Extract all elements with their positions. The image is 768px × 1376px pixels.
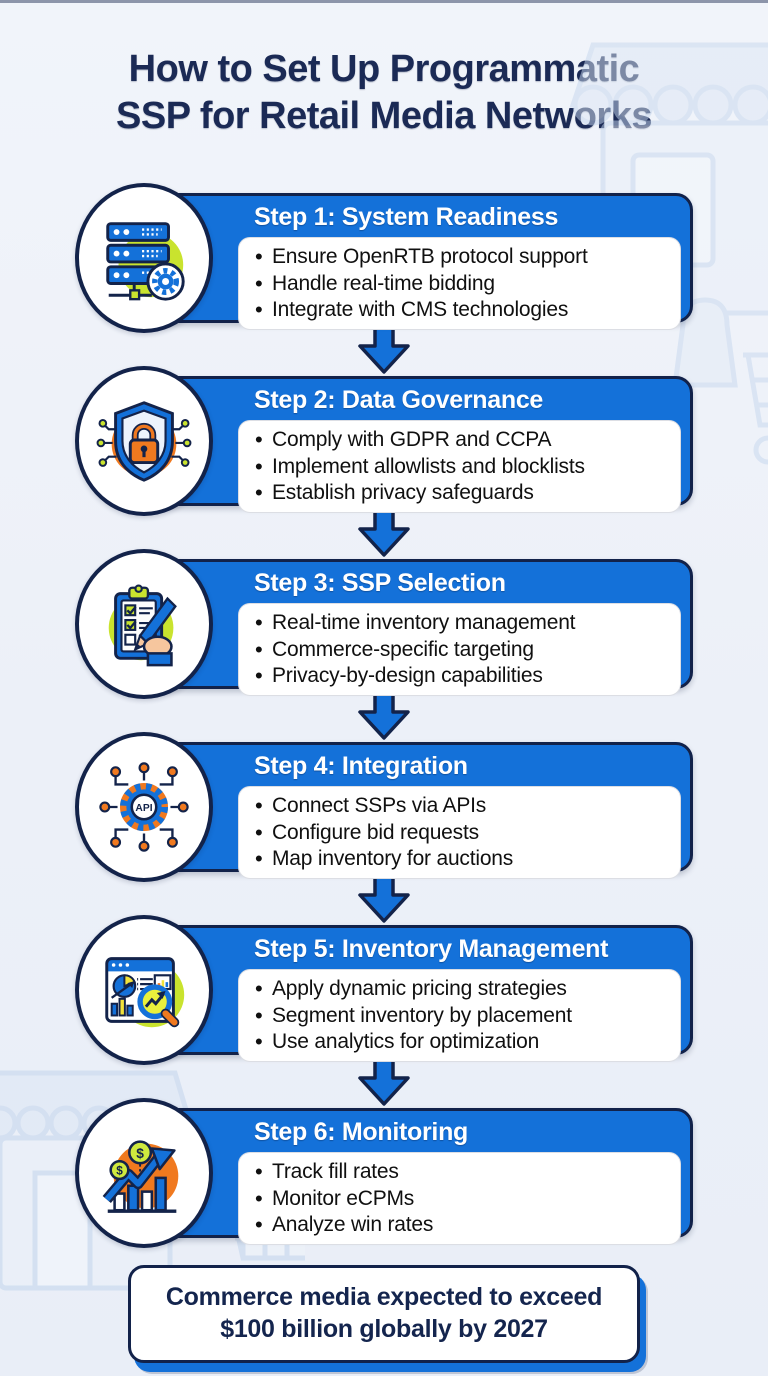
bullet-item: Real-time inventory management xyxy=(250,609,671,636)
step-bullets-panel: Ensure OpenRTB protocol supportHandle re… xyxy=(238,237,681,330)
bullet-item: Handle real-time bidding xyxy=(250,269,671,296)
growth-chart-icon: $ $ xyxy=(95,1124,193,1222)
flow-arrow xyxy=(13,1055,631,1108)
bullet-item: Commerce-specific targeting xyxy=(250,635,671,662)
step-icon-badge xyxy=(75,183,213,334)
down-arrow-icon xyxy=(358,1057,410,1106)
security-shield-icon xyxy=(96,401,192,483)
top-edge-line xyxy=(0,0,768,3)
bullet-item: Ensure OpenRTB protocol support xyxy=(250,243,671,270)
step-title: Step 6: Monitoring xyxy=(254,1118,469,1147)
bullet-item: Monitor eCPMs xyxy=(250,1184,671,1211)
bullet-item: Use analytics for optimization xyxy=(250,1028,671,1055)
step-icon-badge: API xyxy=(75,732,213,883)
down-arrow-icon xyxy=(358,691,410,740)
step-panel: Step 3: SSP Selection Real-time inventor… xyxy=(147,559,693,696)
step-title: Step 5: Inventory Management xyxy=(254,935,609,964)
growth-chart-icon: $ $ xyxy=(102,1140,179,1214)
flow-arrow xyxy=(13,872,631,925)
step-bullet-list: Connect SSPs via APIsConfigure bid reque… xyxy=(250,792,671,872)
analytics-dashboard-icon xyxy=(105,957,185,1028)
bullet-item: Comply with GDPR and CCPA xyxy=(250,426,671,453)
step-card: $ $ Step 6: Monitoring Track fill ratesM… xyxy=(75,1098,693,1249)
svg-text:$: $ xyxy=(116,1165,123,1178)
server-stack-icon xyxy=(106,222,185,302)
svg-text:$: $ xyxy=(136,1146,144,1161)
step-bullets-panel: Connect SSPs via APIsConfigure bid reque… xyxy=(238,786,681,879)
bullet-item: Map inventory for auctions xyxy=(250,845,671,872)
step-panel: Step 5: Inventory Management Apply dynam… xyxy=(147,925,693,1062)
bullet-item: Configure bid requests xyxy=(250,818,671,845)
step-title: Step 2: Data Governance xyxy=(254,386,544,415)
steps-flow: Step 1: System Readiness Ensure OpenRTB … xyxy=(75,183,693,1249)
bullet-item: Segment inventory by placement xyxy=(250,1001,671,1028)
step-icon-badge xyxy=(75,549,213,700)
step-bullets-panel: Apply dynamic pricing strategiesSegment … xyxy=(238,969,681,1062)
title-line-1: How to Set Up Programmatic xyxy=(128,48,640,90)
step-card: Step 5: Inventory Management Apply dynam… xyxy=(75,915,693,1066)
step-icon-badge xyxy=(75,915,213,1066)
step-panel: Step 1: System Readiness Ensure OpenRTB … xyxy=(147,193,693,330)
down-arrow-icon xyxy=(358,508,410,557)
step-card: API Step 4: Integration Connect SSPs via… xyxy=(75,732,693,883)
flow-arrow xyxy=(13,689,631,742)
stat-callout: Commerce media expected to exceed $100 b… xyxy=(128,1265,640,1364)
bullet-item: Privacy-by-design capabilities xyxy=(250,662,671,689)
checklist-icon xyxy=(108,584,177,667)
server-stack-icon xyxy=(95,209,193,307)
api-gear-icon: API xyxy=(99,762,189,853)
analytics-dashboard-icon xyxy=(95,941,193,1039)
step-bullet-list: Real-time inventory managementCommerce-s… xyxy=(250,609,671,689)
title-line-2: SSP for Retail Media Networks xyxy=(116,94,652,137)
step-title: Step 3: SSP Selection xyxy=(254,569,506,598)
step-card: Step 3: SSP Selection Real-time inventor… xyxy=(75,549,693,700)
bullet-item: Establish privacy safeguards xyxy=(250,479,671,506)
step-icon-badge: $ $ xyxy=(75,1098,213,1249)
api-gear-icon: API xyxy=(95,758,193,856)
step-card: Step 2: Data Governance Comply with GDPR… xyxy=(75,366,693,517)
down-arrow-icon xyxy=(358,325,410,374)
bullet-item: Track fill rates xyxy=(250,1158,671,1185)
step-bullet-list: Comply with GDPR and CCPAImplement allow… xyxy=(250,426,671,506)
step-title: Step 1: System Readiness xyxy=(254,203,559,232)
bullet-item: Apply dynamic pricing strategies xyxy=(250,975,671,1002)
step-bullets-panel: Track fill ratesMonitor eCPMsAnalyze win… xyxy=(238,1152,681,1245)
step-bullets-panel: Real-time inventory managementCommerce-s… xyxy=(238,603,681,696)
step-panel: Step 4: Integration Connect SSPs via API… xyxy=(147,742,693,879)
svg-text:API: API xyxy=(135,803,152,814)
step-bullets-panel: Comply with GDPR and CCPAImplement allow… xyxy=(238,420,681,513)
step-bullet-list: Track fill ratesMonitor eCPMsAnalyze win… xyxy=(250,1158,671,1238)
checklist-icon xyxy=(95,575,193,673)
step-panel: Step 6: Monitoring Track fill ratesMonit… xyxy=(147,1108,693,1245)
security-shield-icon xyxy=(95,392,193,490)
bullet-item: Connect SSPs via APIs xyxy=(250,792,671,819)
step-panel: Step 2: Data Governance Comply with GDPR… xyxy=(147,376,693,513)
down-arrow-icon xyxy=(358,874,410,923)
bullet-item: Analyze win rates xyxy=(250,1211,671,1238)
bullet-item: Implement allowlists and blocklists xyxy=(250,452,671,479)
step-bullet-list: Ensure OpenRTB protocol supportHandle re… xyxy=(250,243,671,323)
callout-line-1: Commerce media expected to exceed xyxy=(165,1283,603,1312)
step-icon-badge xyxy=(75,366,213,517)
page-title: How to Set Up Programmatic SSP for Retai… xyxy=(34,46,734,139)
step-card: Step 1: System Readiness Ensure OpenRTB … xyxy=(75,183,693,334)
step-title: Step 4: Integration xyxy=(254,752,468,781)
bullet-item: Integrate with CMS technologies xyxy=(250,296,671,323)
flow-arrow xyxy=(13,323,631,376)
flow-arrow xyxy=(13,506,631,559)
callout-line-2: $100 billion globally by 2027 xyxy=(220,1315,548,1344)
step-bullet-list: Apply dynamic pricing strategiesSegment … xyxy=(250,975,671,1055)
